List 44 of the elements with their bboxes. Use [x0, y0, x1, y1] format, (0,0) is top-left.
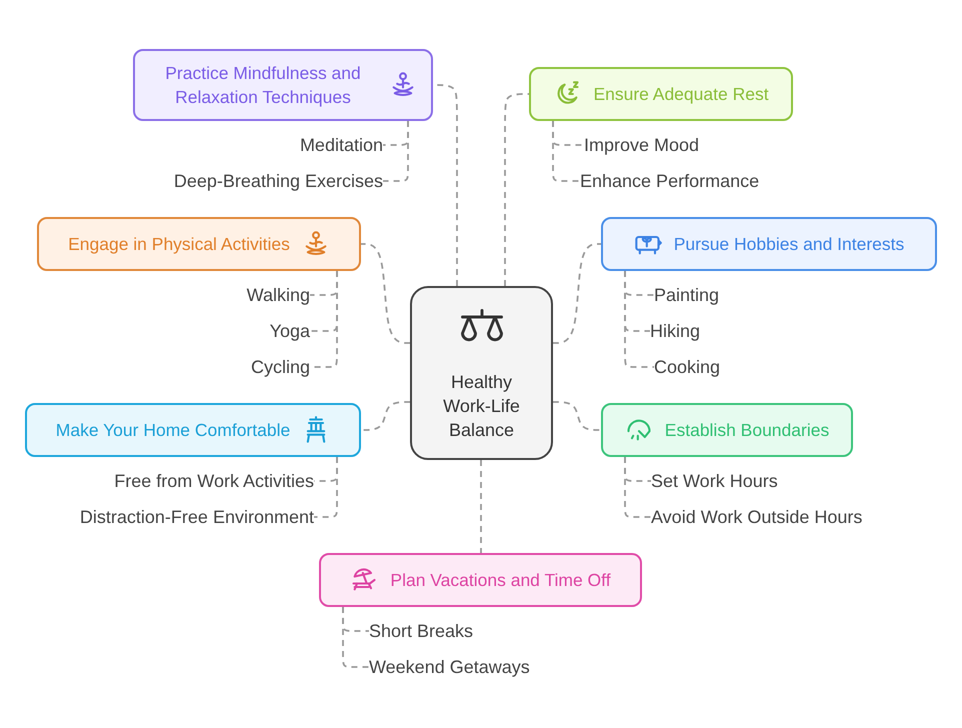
connector-line — [314, 457, 338, 518]
connector-line — [480, 460, 482, 553]
topic-box — [37, 217, 361, 271]
connector-line — [552, 121, 580, 182]
item-text: Deep-Breathing Exercises — [174, 169, 383, 193]
topic-title: Pursue Hobbies and Interests — [674, 233, 904, 256]
topic-title: Establish Boundaries — [664, 419, 830, 442]
item-text: Enhance Performance — [580, 169, 760, 193]
item-text: Cycling — [250, 355, 310, 379]
topic-box — [319, 553, 642, 607]
connector-line — [553, 243, 601, 344]
topic-box — [601, 403, 853, 457]
item-text: Set Work Hours — [651, 469, 778, 493]
connector-line — [361, 401, 410, 431]
connector-line — [553, 401, 601, 431]
topic-box — [25, 403, 361, 457]
connector-line — [624, 271, 654, 368]
connector-line — [504, 93, 529, 286]
central-box — [410, 286, 553, 460]
topic-title: Plan Vacations and Time Off — [390, 569, 611, 592]
topic-title: Ensure Adequate Rest — [593, 83, 769, 106]
item-text: Painting — [654, 283, 720, 307]
topic-title: Engage in Physical Activities — [68, 233, 290, 256]
topic-title: Practice Mindfulness and Relaxation Techniques — [164, 62, 362, 109]
item-text: Yoga — [270, 319, 310, 343]
topic-title: Make Your Home Comfortable — [56, 419, 290, 442]
topic-box — [601, 217, 937, 271]
central-title: Healthy Work-Life Balance — [442, 371, 521, 442]
connector-line — [342, 607, 369, 668]
item-text: Free from Work Activities — [114, 469, 314, 493]
item-text: Cooking — [654, 355, 720, 379]
item-text: Avoid Work Outside Hours — [651, 505, 862, 529]
item-text: Distraction-Free Environment — [80, 505, 314, 529]
item-text: Improve Mood — [584, 133, 700, 157]
item-text: Weekend Getaways — [369, 655, 530, 679]
item-text: Meditation — [300, 133, 383, 157]
item-text: Hiking — [650, 319, 700, 343]
connector-line — [383, 121, 409, 182]
connector-line — [624, 457, 651, 518]
item-text: Walking — [246, 283, 310, 307]
topic-box — [529, 67, 793, 121]
item-text: Short Breaks — [369, 619, 474, 643]
topic-box — [133, 49, 433, 121]
connector-line — [361, 243, 410, 344]
